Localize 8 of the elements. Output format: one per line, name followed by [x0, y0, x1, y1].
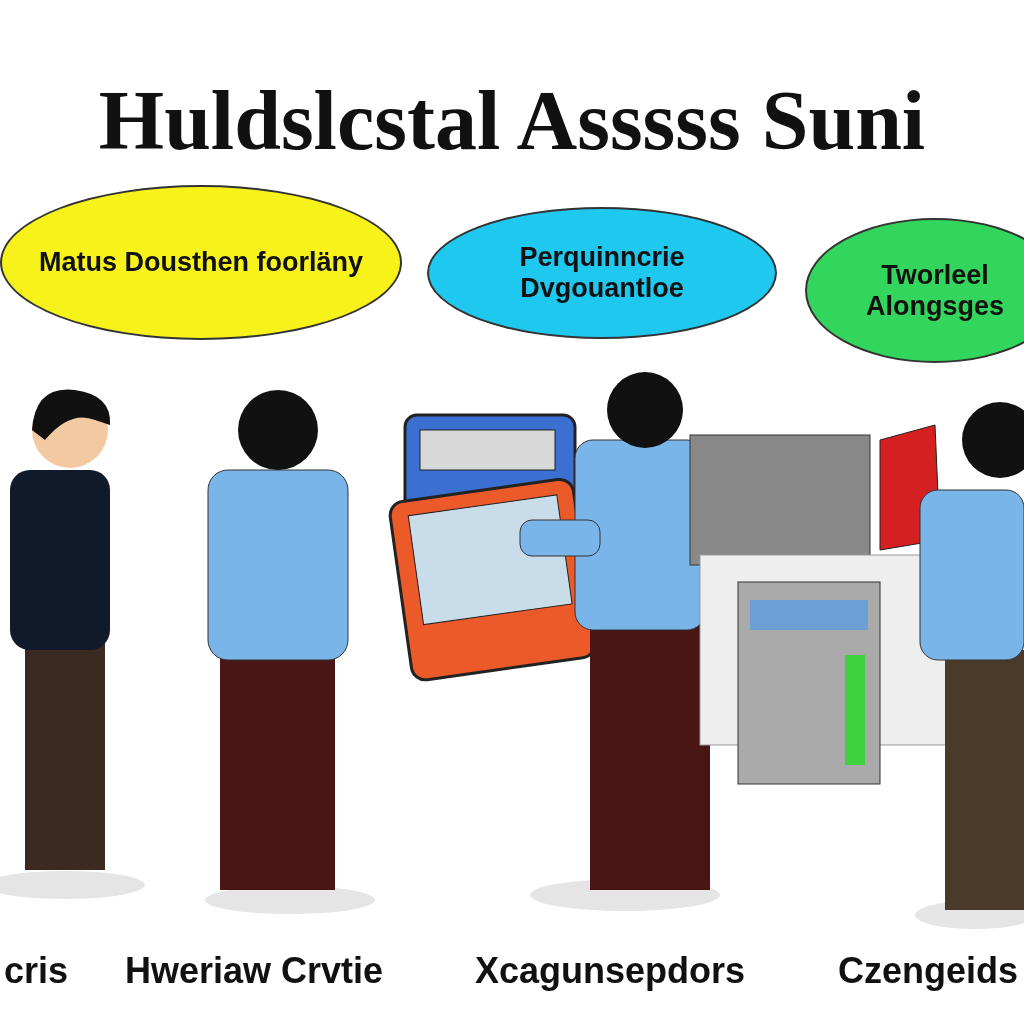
- caption-text: Hweriaw Crvtie: [125, 950, 384, 992]
- caption-text: Xcagunsepdors: [475, 950, 746, 992]
- title: Huldslcstal Asssss Suni: [97, 73, 927, 169]
- caption-text: cris: [4, 950, 69, 992]
- bubble-text: Tworleel Alongsges: [865, 259, 1005, 322]
- bubble-text: Matus Dousthen foorläny: [38, 247, 364, 278]
- caption-text: Czengeids: [838, 950, 1019, 992]
- bubble-text: Perquinncrie Dvgouantloe: [518, 242, 686, 304]
